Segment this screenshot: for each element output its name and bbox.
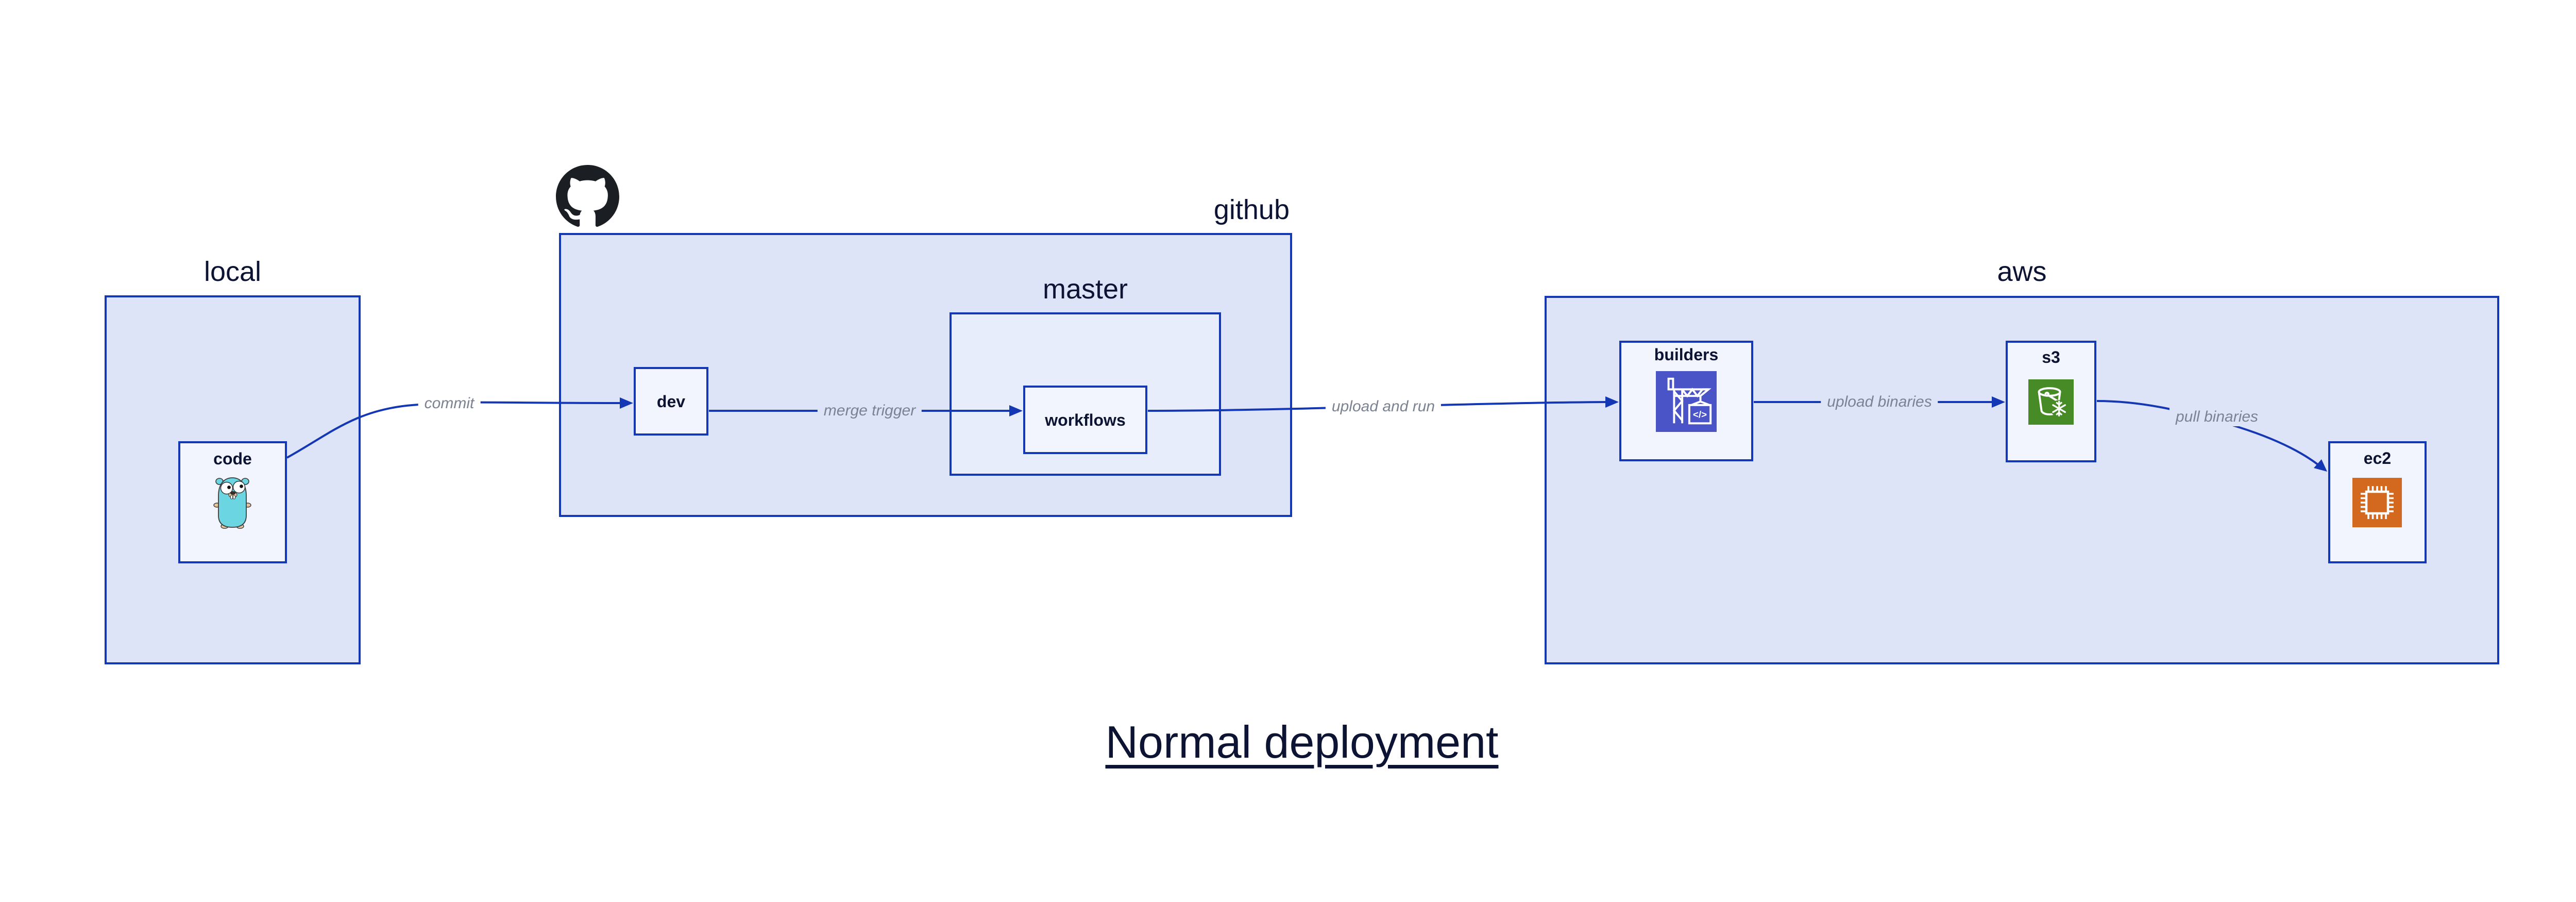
edge-label-upload-and-run: upload and run	[1325, 397, 1442, 416]
master-container-label: master	[1042, 274, 1128, 305]
dev-node-box	[634, 367, 708, 436]
workflows-node-box	[1023, 386, 1147, 454]
workflows-node-label: workflows	[1045, 411, 1126, 429]
edge-label-commit: commit	[418, 394, 481, 413]
dev-node-label: dev	[656, 392, 686, 411]
edge-label-merge-trigger: merge trigger	[817, 402, 922, 420]
local-container-label: local	[204, 256, 262, 287]
ec2-chip-icon	[2352, 478, 2402, 530]
go-gopher-icon	[213, 474, 251, 531]
diagram-title: Normal deployment	[1105, 716, 1499, 767]
builders-icon-code-glyph: </>	[1693, 409, 1707, 420]
builders-node-label: builders	[1654, 345, 1719, 364]
github-octocat-icon	[555, 165, 620, 231]
builders-node-box	[1619, 341, 1753, 461]
edge-label-upload-binaries: upload binaries	[1821, 393, 1938, 411]
s3-node-label: s3	[2042, 348, 2060, 366]
github-container-label: github	[1213, 194, 1290, 225]
s3-glacier-bucket-icon	[2028, 379, 2074, 427]
code-node-label: code	[213, 449, 252, 468]
edge-label-pull-binaries: pull binaries	[2169, 408, 2265, 426]
aws-container-label: aws	[1997, 256, 2047, 287]
codebuild-crane-icon: </>	[1656, 371, 1717, 435]
ec2-node-label: ec2	[2363, 449, 2392, 467]
